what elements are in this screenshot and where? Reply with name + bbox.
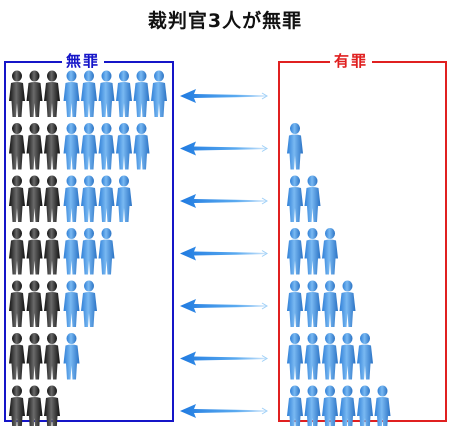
judge-figure <box>26 385 43 426</box>
citizen-judge-figure <box>304 385 321 426</box>
judge-figure <box>9 123 25 170</box>
citizen-judge-figure <box>322 333 338 380</box>
judge-figure <box>26 175 43 222</box>
judge-figure <box>44 123 60 170</box>
judge-figure <box>9 280 25 327</box>
citizen-judge-figure <box>116 70 132 117</box>
transfer-arrow <box>180 351 268 366</box>
citizen-judge-figure <box>98 70 115 117</box>
citizen-judge-figure <box>339 333 356 380</box>
transfer-arrow <box>180 299 268 313</box>
citizen-judge-figure <box>98 228 115 275</box>
citizen-judge-figure <box>63 70 80 117</box>
citizen-judge-figure <box>287 280 303 327</box>
citizen-judge-figure <box>63 280 80 327</box>
citizen-judge-figure <box>116 123 132 170</box>
judge-figure <box>26 333 43 380</box>
transfer-arrow <box>180 404 268 418</box>
citizen-judge-figure <box>304 228 321 275</box>
citizen-judge-figure <box>116 175 132 222</box>
judge-figure <box>9 175 25 222</box>
citizen-judge-figure <box>304 175 321 222</box>
citizen-judge-figure <box>339 280 356 327</box>
citizen-judge-figure <box>98 123 115 170</box>
judge-figure <box>44 385 60 426</box>
citizen-judge-figure <box>151 70 167 117</box>
citizen-judge-figure <box>287 228 303 275</box>
citizen-judge-figure <box>322 385 338 426</box>
citizen-judge-figure <box>133 70 150 117</box>
conviction-label: 有罪 <box>330 50 373 71</box>
judge-figure <box>44 70 60 117</box>
citizen-judge-figure <box>63 175 80 222</box>
judge-figure <box>9 385 25 426</box>
judge-figure <box>9 70 25 117</box>
citizen-judge-figure <box>81 70 97 117</box>
citizen-judge-figure <box>357 333 373 380</box>
citizen-judge-figure <box>287 123 303 170</box>
citizen-judge-figure <box>81 123 97 170</box>
citizen-judge-figure <box>287 385 303 426</box>
citizen-judge-figure <box>63 123 80 170</box>
citizen-judge-figure <box>63 333 80 380</box>
diagram-title: 裁判官3人が無罪 <box>147 10 303 32</box>
citizen-judge-figure <box>374 385 391 426</box>
judge-figure <box>26 123 43 170</box>
citizen-judge-figure <box>98 175 115 222</box>
judge-figure <box>9 228 25 275</box>
citizen-judge-figure <box>81 175 97 222</box>
transfer-arrow <box>180 89 268 103</box>
citizen-judge-figure <box>304 333 321 380</box>
citizen-judge-figure <box>133 123 150 170</box>
judge-figure <box>44 333 60 380</box>
citizen-judge-figure <box>339 385 356 426</box>
judge-figure <box>26 228 43 275</box>
citizen-judge-figure <box>357 385 373 426</box>
judge-figure <box>44 175 60 222</box>
transfer-arrow <box>180 246 268 261</box>
transfer-arrow <box>180 194 268 208</box>
judge-figure <box>26 280 43 327</box>
judge-figure <box>9 333 25 380</box>
citizen-judge-figure <box>287 333 303 380</box>
citizen-judge-figure <box>304 280 321 327</box>
acquittal-label: 無罪 <box>62 50 105 71</box>
judge-figure <box>44 228 60 275</box>
judge-figure <box>26 70 43 117</box>
transfer-arrow <box>180 141 268 156</box>
citizen-judge-figure <box>287 175 303 222</box>
citizen-judge-figure <box>322 280 338 327</box>
citizen-judge-figure <box>63 228 80 275</box>
citizen-judge-figure <box>81 228 97 275</box>
judge-figure <box>44 280 60 327</box>
citizen-judge-figure <box>81 280 97 327</box>
citizen-judge-figure <box>322 228 338 275</box>
